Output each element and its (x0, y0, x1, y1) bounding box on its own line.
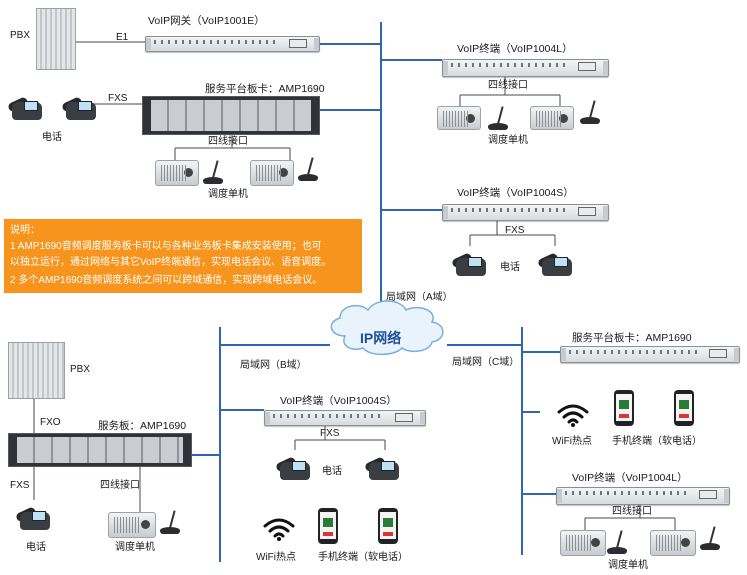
amp1690-chassis-bottom (8, 433, 192, 467)
phone-icon (364, 450, 401, 480)
phone-icon (537, 246, 574, 276)
microphone-icon (203, 158, 225, 184)
service-board-label: 服务板：AMP1690 (98, 420, 187, 432)
dispatch-unit-icon (530, 106, 574, 130)
four-wire-label-top-left: 四线接口 (208, 136, 248, 147)
microphone-icon (580, 98, 602, 124)
mobile-label-bottom-middle: 手机终端（软电话） (318, 552, 408, 563)
voip1004s-device-top (442, 204, 609, 221)
phone-icon (451, 246, 488, 276)
pbx-label-top: PBX (10, 30, 31, 41)
phone-icon (61, 90, 98, 120)
fxs-label-bottom-middle: FXS (320, 428, 340, 439)
four-wire-label-bottom-right: 四线接口 (612, 506, 652, 517)
phone-label-bottom-left: 电话 (26, 542, 46, 553)
service-card-label-top: 服务平台板卡：AMP1690 (205, 83, 325, 95)
note-line-1: 1 AMP1690音频调度服务板卡可以与各种业务板卡集成安装使用；也可 (10, 241, 322, 252)
phone-label-bottom-middle: 电话 (322, 466, 342, 477)
four-wire-label-bottom-left: 四线接口 (100, 480, 140, 491)
note-box: 说明： 1 AMP1690音频调度服务板卡可以与各种业务板卡集成安装使用；也可 … (4, 219, 362, 293)
dispatch-unit-icon (108, 512, 156, 538)
fxs-label-bottom-left: FXS (10, 480, 30, 491)
voip1004l-device-bottom (556, 487, 730, 505)
microphone-icon (298, 155, 320, 181)
service-card-label-bottom: 服务平台板卡：AMP1690 (572, 332, 692, 344)
segment-b-label: 局域网（B域） (240, 360, 307, 371)
microphone-icon (160, 508, 182, 534)
four-wire-label-top-right: 四线接口 (488, 80, 528, 91)
phone-icon (15, 500, 52, 530)
mobile-phone-icon (318, 508, 338, 544)
phone-label-top-right: 电话 (500, 262, 520, 273)
microphone-icon (488, 104, 510, 130)
voip1004l-device-top (442, 59, 609, 77)
phone-icon (7, 90, 44, 120)
gateway-label: VoIP网关（VoIP1001E） (148, 15, 265, 27)
note-line-3: 2 多个AMP1690音频调度系统之间可以跨域通信，实现跨域电话会议。 (10, 275, 323, 286)
microphone-icon (607, 528, 629, 554)
voip1004s-device-bottom (264, 410, 426, 426)
amp1690-device-bottom-right (560, 346, 740, 363)
dispatch-unit-icon (437, 106, 481, 130)
pbx-cabinet-bottom (8, 342, 65, 399)
ip-network-cloud-shape (330, 300, 444, 356)
terminal-s-label-top: VoIP终端（VoIP1004S） (457, 187, 574, 199)
terminal-l-label-bottom: VoIP终端（VoIP1004L） (572, 472, 688, 484)
dispatch-label-bottom-left: 调度单机 (115, 542, 155, 553)
dispatch-unit-icon (560, 530, 606, 556)
note-title: 说明： (10, 225, 40, 236)
fxo-label: FXO (40, 417, 61, 428)
mobile-label-bottom-right: 手机终端（软电话） (612, 436, 702, 447)
pbx-label-bottom: PBX (70, 364, 91, 375)
amp1690-chassis-top (142, 96, 320, 135)
wifi-label-bottom-right: WiFi热点 (552, 436, 592, 447)
fxs-label-top-right: FXS (505, 225, 525, 236)
fxs-label-top-left: FXS (108, 93, 128, 104)
wifi-label-bottom-middle: WiFi热点 (256, 552, 296, 563)
segment-c-label: 局域网（C域） (452, 357, 520, 368)
dispatch-label-top-left: 调度单机 (208, 189, 248, 200)
dispatch-label-bottom-right: 调度单机 (608, 560, 648, 571)
note-line-2: 以独立运行，通过网络与其它VoIP终端通信，实现电话会议、语音调度。 (10, 257, 332, 268)
segment-a-label: 局域网（A域） (386, 292, 453, 303)
dispatch-unit-icon (250, 160, 294, 186)
microphone-icon (700, 524, 722, 550)
terminal-s-label-bottom: VoIP终端（VoIP1004S） (280, 395, 397, 407)
phone-icon (275, 450, 312, 480)
dispatch-unit-icon (650, 530, 696, 556)
mobile-phone-icon (674, 390, 694, 426)
mobile-phone-icon (378, 508, 398, 544)
cloud-label: IP网络 (360, 330, 402, 346)
mobile-phone-icon (614, 390, 634, 426)
e1-label: E1 (116, 32, 129, 43)
wifi-icon (263, 518, 295, 541)
dispatch-label-top-right: 调度单机 (488, 135, 528, 146)
phone-label-top-left: 电话 (42, 132, 62, 143)
wifi-icon (557, 404, 589, 427)
voip-gateway-device (145, 36, 320, 52)
dispatch-unit-icon (155, 160, 199, 186)
terminal-l-label-top: VoIP终端（VoIP1004L） (457, 43, 573, 55)
pbx-cabinet-top (36, 8, 76, 70)
